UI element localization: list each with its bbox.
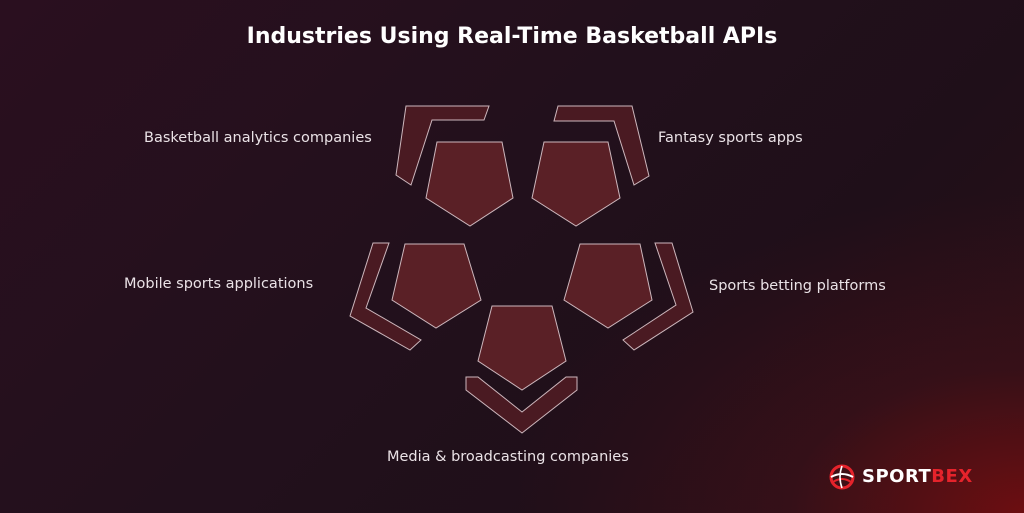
label-media: Media & broadcasting companies [387,449,629,465]
segment-mobile-pentagon [391,243,482,329]
segment-media-frame [465,376,578,434]
segment-betting-frame [622,242,694,351]
sportbex-ball-icon [829,464,855,490]
segment-media [465,305,578,434]
logo-part-sport: SPORT [862,466,932,487]
segment-media-pentagon [477,305,567,391]
logo-part-bex: BEX [931,466,973,487]
segment-fantasy [531,105,650,227]
label-analytics: Basketball analytics companies [144,130,372,146]
sportbex-wordmark: SPORTBEX [862,466,973,487]
segment-mobile [349,242,482,351]
segment-mobile-frame [349,242,422,351]
sportbex-logo: SPORTBEX [828,463,988,491]
label-fantasy: Fantasy sports apps [658,130,803,146]
segment-betting [563,242,694,351]
segment-fantasy-frame [553,105,650,186]
page-title: Industries Using Real-Time Basketball AP… [246,24,778,49]
label-betting: Sports betting platforms [709,278,886,294]
segment-betting-pentagon [563,243,653,329]
segment-analytics-frame [395,105,490,186]
label-mobile: Mobile sports applications [124,276,314,292]
segment-fantasy-pentagon [531,141,621,227]
segment-analytics-pentagon [425,141,514,227]
segment-analytics [395,105,514,227]
